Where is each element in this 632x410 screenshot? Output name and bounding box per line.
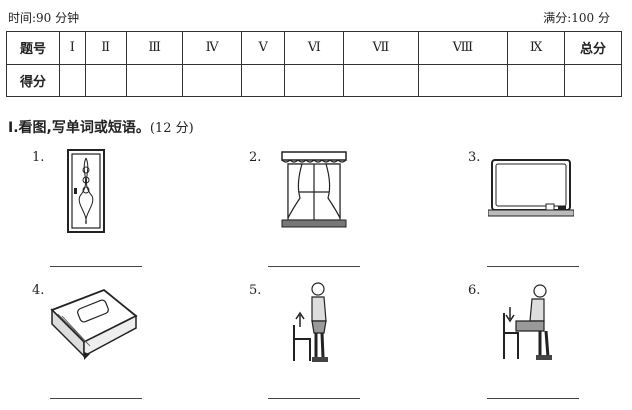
item-number: 1. <box>32 150 45 165</box>
item-number: 6. <box>468 283 481 298</box>
book-icon <box>50 288 138 360</box>
blackboard-icon <box>488 159 574 217</box>
answer-line[interactable] <box>268 266 360 267</box>
score-table-cell: 得分 <box>6 63 60 97</box>
score-table-cell: 题号 <box>6 31 60 65</box>
score-table: 题号 Ⅰ Ⅱ Ⅲ Ⅳ Ⅴ Ⅵ Ⅶ Ⅷ Ⅸ 总分 得分 <box>6 31 622 97</box>
answer-line[interactable] <box>268 398 360 399</box>
score-table-cell: 总分 <box>564 31 622 65</box>
exam-time: 时间:90 分钟 <box>8 11 80 25</box>
score-input-cell[interactable] <box>59 63 86 97</box>
score-input-cell[interactable] <box>417 63 509 97</box>
score-table-cell: Ⅵ <box>284 31 345 65</box>
score-table-header-row: 题号 Ⅰ Ⅱ Ⅲ Ⅳ Ⅴ Ⅵ Ⅶ Ⅷ Ⅸ 总分 <box>6 31 622 65</box>
answer-line[interactable] <box>50 266 142 267</box>
exam-full-score: 满分:100 分 <box>543 11 610 25</box>
score-input-cell[interactable] <box>240 63 286 97</box>
item-number: 3. <box>468 150 481 165</box>
stand-up-icon <box>293 282 328 362</box>
sit-down-icon <box>503 284 552 360</box>
score-table-cell: Ⅲ <box>125 31 184 65</box>
score-input-cell[interactable] <box>507 63 565 97</box>
score-table-cell: Ⅰ <box>59 31 86 65</box>
score-input-cell[interactable] <box>84 63 127 97</box>
score-table-cell: Ⅴ <box>240 31 286 65</box>
score-input-cell[interactable] <box>564 63 622 97</box>
item-number: 5. <box>249 283 262 298</box>
score-table-score-row: 得分 <box>6 63 622 97</box>
score-input-cell[interactable] <box>284 63 345 97</box>
score-input-cell[interactable] <box>125 63 184 97</box>
score-table-cell: Ⅷ <box>417 31 509 65</box>
score-table-cell: Ⅳ <box>182 31 242 65</box>
score-table-cell: Ⅸ <box>507 31 565 65</box>
item-number: 4. <box>32 283 45 298</box>
section-title-text: Ⅰ.看图,写单词或短语。 <box>8 120 150 136</box>
score-input-cell[interactable] <box>343 63 419 97</box>
score-table-cell: Ⅶ <box>343 31 419 65</box>
score-table-cell: Ⅱ <box>84 31 127 65</box>
answer-line[interactable] <box>487 266 579 267</box>
section-points: (12 分) <box>149 121 194 136</box>
section-title: Ⅰ.看图,写单词或短语。(12 分) <box>8 117 194 137</box>
window-icon <box>281 151 347 228</box>
door-icon <box>67 149 105 233</box>
score-input-cell[interactable] <box>182 63 242 97</box>
item-number: 2. <box>249 150 262 165</box>
answer-line[interactable] <box>487 398 579 399</box>
answer-line[interactable] <box>50 398 142 399</box>
